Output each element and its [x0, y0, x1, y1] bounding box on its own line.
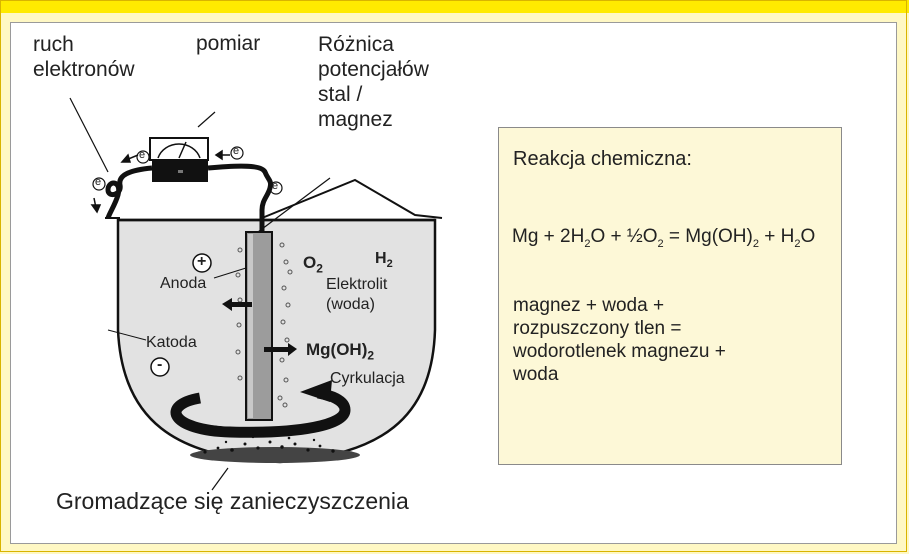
electron-label: e: [233, 145, 240, 157]
voltmeter-icon: [149, 137, 209, 182]
label-o2: O2: [303, 253, 323, 276]
electron-label: e: [272, 180, 279, 192]
circulation-arrow-icon: [170, 380, 351, 438]
reaction-title: Reakcja chemiczna:: [513, 148, 692, 170]
gas-bubbles: [235, 242, 293, 408]
top-strip: [0, 0, 909, 13]
label-cyrkulacja: Cyrkulacja: [330, 370, 405, 387]
ion-arrows: [222, 298, 297, 356]
minus-symbol: [150, 357, 170, 377]
label-h2: H2: [375, 250, 393, 271]
label-katoda: Katoda: [146, 334, 197, 351]
electron-label: e: [139, 149, 146, 161]
reaction-box: Reakcja chemiczna: Mg + 2H2O + ½O2 = Mg(…: [498, 127, 842, 465]
sediment-icon: [190, 430, 360, 463]
electron-label: e: [95, 176, 102, 188]
label-roznica-potencjalow: Różnica potencjałów stal / magnez: [318, 33, 429, 131]
label-elektrolit: Elektrolit (woda): [326, 276, 388, 313]
tank-lid: [105, 178, 443, 219]
electron-icon: [92, 146, 283, 195]
label-ruch-elektronow: ruch elektronów: [33, 33, 135, 81]
label-plus: +: [197, 253, 207, 270]
caption-zanieczyszczenia: Gromadzące się zanieczyszczenia: [56, 488, 409, 514]
label-anoda: Anoda: [160, 275, 207, 292]
label-mgoh2: Mg(OH)2: [306, 340, 375, 363]
label-pomiar: pomiar: [196, 32, 261, 55]
reaction-words: magnez + woda + rozpuszczony tlen = wodo…: [513, 295, 726, 385]
plus-symbol: [192, 253, 212, 273]
wire-left: [105, 165, 153, 219]
wire-right: [207, 163, 273, 232]
label-minus: -: [157, 356, 163, 373]
reaction-equation: Mg + 2H2O + ½O2 = Mg(OH)2 + H2O: [512, 226, 816, 250]
electron-arrows: [90, 149, 230, 214]
